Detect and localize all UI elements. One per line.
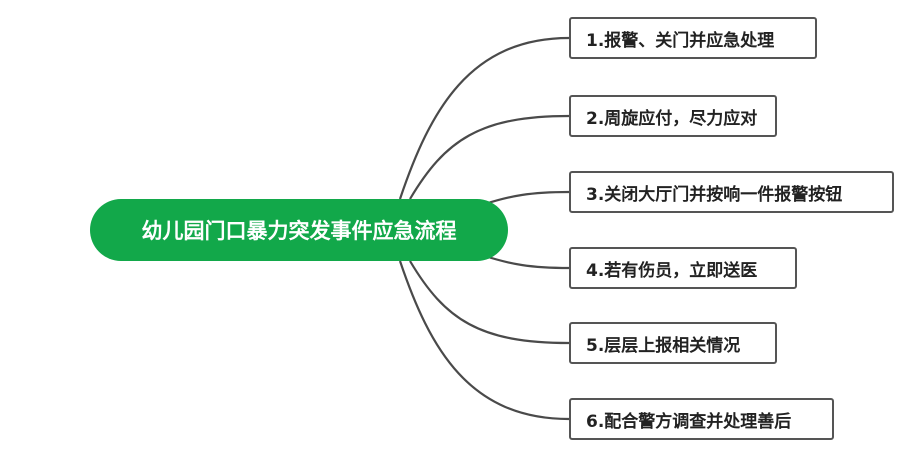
connector-branch-3	[484, 190, 570, 206]
connector-branch-1	[398, 36, 570, 200]
branch-topic-6[interactable]: 6.配合警方调查并处理善后	[569, 398, 834, 440]
branch-topic-2[interactable]: 2.周旋应付，尽力应对	[569, 95, 777, 137]
root-topic[interactable]: 幼儿园门口暴力突发事件应急流程	[90, 199, 508, 261]
connector-branch-5	[409, 260, 570, 345]
branch-topic-4[interactable]: 4.若有伤员，立即送医	[569, 247, 797, 289]
connector-branch-4	[484, 254, 570, 270]
connector-branch-2	[409, 114, 570, 200]
branch-topic-1[interactable]: 1.报警、关门并应急处理	[569, 17, 817, 59]
branch-topic-5[interactable]: 5.层层上报相关情况	[569, 322, 777, 364]
connector-branch-6	[398, 260, 570, 421]
branch-topic-3[interactable]: 3.关闭大厅门并按响一件报警按钮	[569, 171, 894, 213]
